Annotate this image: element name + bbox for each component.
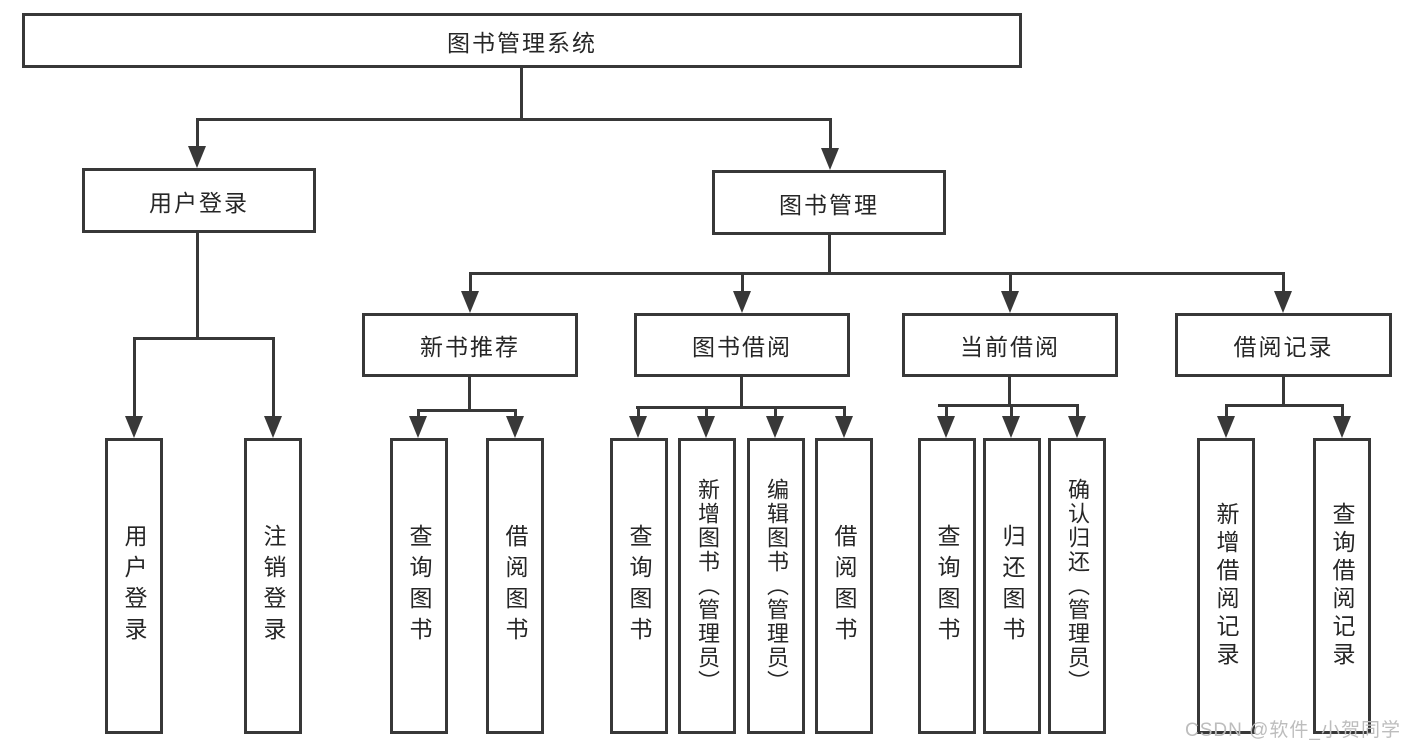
leaf-query-book: 查询图书 (918, 438, 976, 734)
connector-line (636, 406, 846, 409)
leaf-add-borrow-record: 新增借阅记录 (1197, 438, 1255, 734)
leaf-query-book: 查询图书 (390, 438, 448, 734)
leaf-query-borrow-record: 查询借阅记录 (1313, 438, 1371, 734)
leaf-borrow-book: 借阅图书 (486, 438, 544, 734)
leaf-confirm-return-admin: 确认归还（管理员） (1048, 438, 1106, 734)
leaf-query-book: 查询图书 (610, 438, 668, 734)
connector-arrow (264, 337, 282, 438)
connector-line (828, 235, 831, 272)
leaf-add-book-admin: 新增图书（管理员） (678, 438, 736, 734)
connector-arrow (1068, 404, 1086, 438)
connector-line (520, 68, 523, 118)
connector-arrow (937, 404, 955, 438)
connector-arrow (1002, 404, 1020, 438)
node-book-management: 图书管理 (712, 170, 946, 235)
connector-line (469, 272, 1284, 275)
connector-arrow (409, 409, 427, 438)
leaf-edit-book-admin: 编辑图书（管理员） (747, 438, 805, 734)
connector-arrow (697, 406, 715, 438)
connector-line (1225, 404, 1344, 407)
node-user-login: 用户登录 (82, 168, 316, 233)
connector-line (196, 233, 199, 337)
connector-arrow (1333, 404, 1351, 438)
connector-arrow (506, 409, 524, 438)
connector-line (1282, 377, 1285, 405)
connector-line (740, 377, 743, 407)
connector-arrow (1217, 404, 1235, 438)
connector-arrow (125, 337, 143, 438)
leaf-return-book: 归还图书 (983, 438, 1041, 734)
connector-arrow (1001, 272, 1019, 313)
connector-line (938, 404, 1079, 407)
connector-line (1008, 377, 1011, 405)
connector-arrow (766, 406, 784, 438)
node-root-system: 图书管理系统 (22, 13, 1022, 68)
connector-arrow (821, 118, 839, 170)
connector-arrow (188, 118, 206, 168)
csdn-watermark: CSDN @软件_小贺同学 (1185, 720, 1401, 741)
leaf-user-login: 用户登录 (105, 438, 163, 734)
node-book-borrow: 图书借阅 (634, 313, 850, 377)
node-borrow-records: 借阅记录 (1175, 313, 1392, 377)
leaf-borrow-book: 借阅图书 (815, 438, 873, 734)
connector-arrow (629, 406, 647, 438)
connector-line (417, 409, 517, 412)
connector-arrow (1274, 272, 1292, 313)
connector-line (468, 377, 471, 410)
leaf-logout: 注销登录 (244, 438, 302, 734)
node-new-book-recommend: 新书推荐 (362, 313, 578, 377)
connector-arrow (461, 272, 479, 313)
connector-line (196, 118, 832, 121)
connector-arrow (835, 406, 853, 438)
node-current-borrow: 当前借阅 (902, 313, 1118, 377)
connector-line (133, 337, 275, 340)
connector-arrow (733, 272, 751, 313)
